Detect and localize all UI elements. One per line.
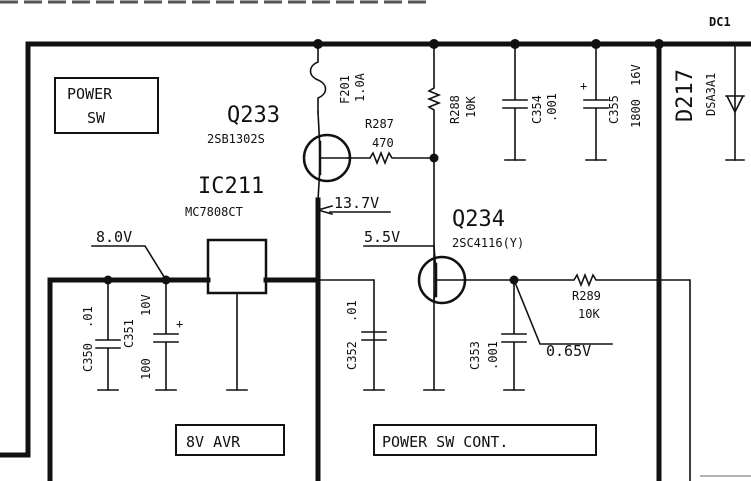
c353-value: .001	[486, 341, 500, 370]
r288-name: R288	[448, 95, 462, 124]
resistor-r289	[465, 272, 691, 481]
capacitor-c354	[502, 43, 528, 161]
d217-part: DSA3A1	[704, 73, 718, 116]
capacitor-c350	[95, 279, 121, 391]
voltage-8-0: 8.0V	[96, 228, 132, 246]
c355-plus: +	[580, 79, 587, 93]
c355-name: C355	[607, 95, 621, 124]
voltage-5-5: 5.5V	[364, 228, 400, 246]
r289-value: 10K	[578, 307, 600, 321]
q234-collector	[433, 245, 437, 273]
c354-value: .001	[545, 93, 559, 122]
power-sw-cont-box	[373, 424, 597, 456]
net-label-dc: DC1	[709, 15, 731, 29]
voltage-0-65: 0.65V	[546, 342, 591, 360]
fuse-f201	[309, 43, 327, 113]
resistor-r288	[426, 43, 442, 391]
q233-part: 2SB1302S	[207, 132, 265, 146]
c353-name: C353	[468, 341, 482, 370]
c350-value: .01	[81, 306, 95, 328]
q233-name: Q233	[227, 103, 280, 128]
c351-value: 100	[139, 358, 153, 380]
c351-name: C351	[122, 319, 136, 348]
c352-bus-wire	[317, 279, 375, 391]
q234-emitter	[433, 287, 437, 301]
f201-value: 1.0A	[353, 72, 367, 102]
power-sw-box	[54, 77, 159, 134]
ic211-body	[206, 238, 268, 295]
ic211-name: IC211	[198, 174, 264, 199]
v13-7-leader	[317, 205, 391, 215]
q234-part: 2SC4116(Y)	[452, 236, 524, 250]
c352-name: C352	[345, 341, 359, 370]
c355-voltage: 16V	[629, 64, 643, 86]
r288-value: 10K	[464, 96, 478, 118]
c350-name: C350	[81, 343, 95, 372]
r287-value: 470	[372, 136, 394, 150]
r287-name: R287	[365, 117, 394, 131]
d217-name: D217	[673, 69, 698, 122]
c355-value: 1800	[629, 99, 643, 128]
voltage-13-7: 13.7V	[334, 194, 379, 212]
power-sw-label-2: SW	[87, 109, 106, 127]
capacitor-c352	[361, 331, 387, 341]
capacitor-c351	[153, 279, 179, 391]
c351-plus: +	[176, 317, 183, 331]
power-sw-label-1: POWER	[67, 85, 113, 103]
capacitor-c355	[583, 43, 609, 161]
q233-collector	[317, 165, 321, 201]
v0-65-leader	[512, 278, 613, 345]
avr-box	[175, 424, 285, 456]
v8-0-leader	[91, 245, 168, 282]
q234-name: Q234	[452, 207, 505, 232]
left-rail-wire	[0, 41, 31, 458]
diode-d217	[725, 95, 745, 114]
junction-d217-top	[654, 39, 664, 49]
power-sw-cont-label: POWER SW CONT.	[382, 433, 508, 451]
capacitor-c353	[501, 279, 527, 391]
c352-value: .01	[345, 300, 359, 322]
ic211-part: MC7808CT	[185, 205, 243, 219]
r289-name: R289	[572, 289, 601, 303]
f201-name: F201	[338, 75, 352, 104]
c351-voltage: 10V	[139, 294, 153, 316]
q233-emitter	[317, 111, 321, 151]
avr-box-label: 8V AVR	[186, 433, 241, 451]
c354-name: C354	[530, 95, 544, 124]
resistor-r287	[347, 150, 435, 166]
